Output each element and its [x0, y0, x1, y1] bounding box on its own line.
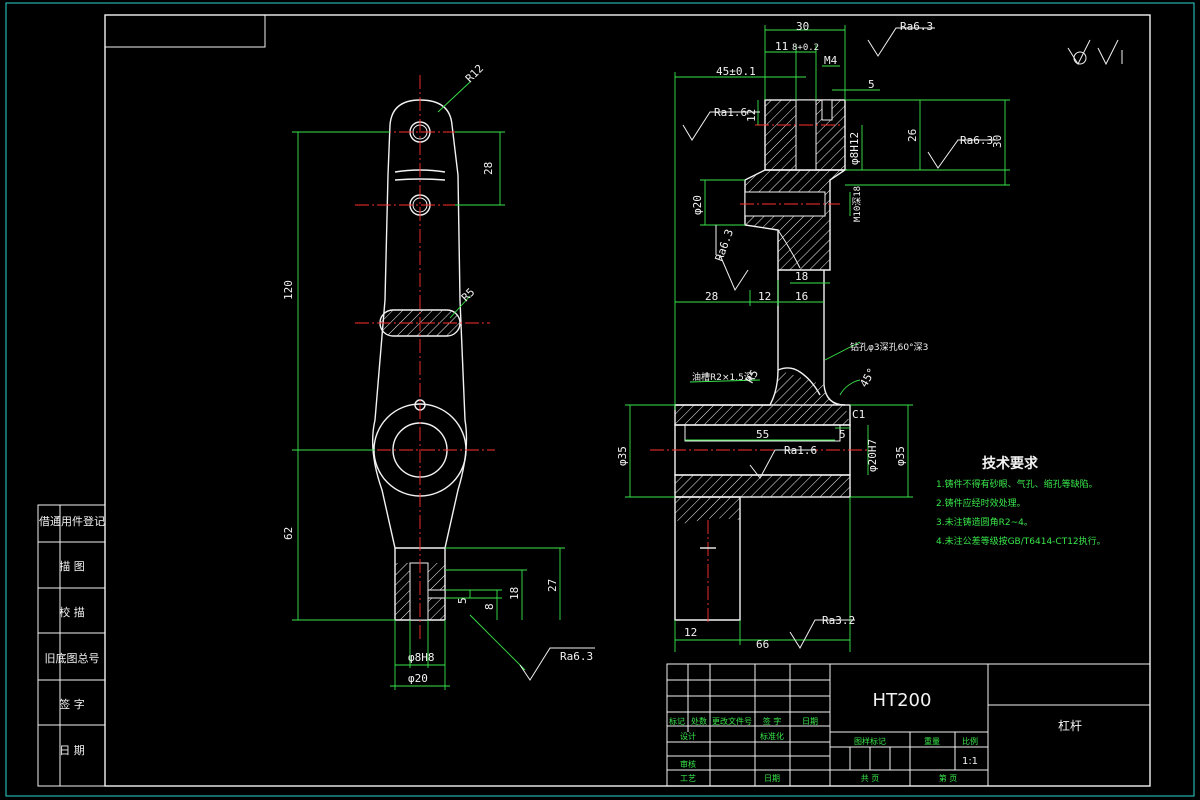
rdim-28: 28: [705, 290, 718, 303]
dim-120: 120: [282, 280, 295, 300]
rdim-11: 11: [775, 40, 788, 53]
rdim-12: 12: [758, 290, 771, 303]
rdim-5: 5: [868, 78, 875, 91]
rdim-oil: 油槽R2×1.5深: [692, 371, 753, 383]
tb-scale-value: 1:1: [962, 756, 978, 767]
dim-8: 8: [483, 603, 496, 610]
dim-27: 27: [546, 579, 559, 592]
dim-phi20: φ20: [408, 672, 428, 685]
tech-req-line-4: 4.未注公差等级按GB/T6414-CT12执行。: [936, 535, 1106, 547]
rdim-m10: M10深18: [852, 186, 863, 222]
side-label-2: 校 描: [59, 605, 85, 619]
rdim-26: 26: [906, 129, 919, 142]
rdim-16: 16: [795, 290, 808, 303]
dim-5: 5: [456, 597, 469, 604]
tb-total: 共 页: [861, 774, 880, 783]
dim-r12: R12: [463, 62, 486, 85]
tb-count: 处数: [691, 716, 707, 726]
lever-section-view: 30 11 8+0.2 M4 5 45±0.1 Ra1.6 Ra6.3 12 φ…: [616, 20, 1010, 652]
side-column: 借通用件登记 描 图 校 描 旧底图总号 签 字 日 期: [37, 504, 106, 787]
dim-r5: R5: [459, 286, 478, 305]
rdim-phi35-right: φ35: [894, 446, 907, 466]
tb-ratio: 比例: [962, 736, 978, 746]
rdim-66: 66: [756, 638, 769, 651]
side-label-4: 签 字: [59, 697, 85, 711]
rdim-phi20: φ20: [691, 195, 704, 215]
rdim-45: 45±0.1: [716, 65, 756, 78]
side-label-1: 描 图: [59, 559, 85, 573]
tech-req-title: 技术要求: [982, 455, 1039, 472]
rdim-phi8h12: φ8H12: [848, 132, 861, 165]
tb-date: 日期: [764, 774, 780, 783]
tech-req-line-3: 3.未注铸造圆角R2~4。: [936, 516, 1033, 528]
tech-req-line-2: 2.铸件应经时效处理。: [936, 497, 1026, 509]
tb-process: 工艺: [680, 774, 696, 783]
dim-ra63-left: Ra6.3: [560, 650, 593, 663]
rdim-ra63a: Ra6.3: [960, 134, 993, 147]
rdim-30: 30: [991, 135, 1004, 148]
dim-62: 62: [282, 527, 295, 540]
rdim-c1: C1: [852, 408, 865, 421]
rdim-ra16a: Ra1.6: [714, 106, 747, 119]
tb-date-col: 日期: [802, 717, 818, 726]
general-roughness-symbol: [1067, 39, 1123, 66]
dim-phi8h8: φ8H8: [408, 651, 435, 664]
dim-28: 28: [482, 162, 495, 175]
rdim-55: 55: [756, 428, 769, 441]
tb-design: 设计: [680, 731, 696, 741]
rdim-phi20h7: φ20H7: [866, 439, 879, 472]
rdim-ra63top: Ra6.3: [900, 20, 933, 33]
tech-req-line-1: 1.铸件不得有砂眼、气孔、缩孔等缺陷。: [936, 478, 1098, 490]
tb-standardize: 标准化: [760, 731, 784, 741]
dim-18: 18: [508, 587, 521, 600]
rdim-ang: 45°: [857, 366, 878, 390]
tb-mark: 标记: [669, 716, 685, 726]
side-label-3: 旧底图总号: [45, 651, 100, 665]
top-left-code-box: [104, 14, 266, 48]
rdim-8tol: 8+0.2: [792, 43, 819, 53]
rdim-18: 18: [795, 270, 808, 283]
tb-stage-mark: 图样标记: [854, 736, 886, 746]
rdim-5b: 5: [839, 428, 846, 441]
rdim-phi35-left: φ35: [616, 446, 629, 466]
rdim-ra16b: Ra1.6: [784, 444, 817, 457]
material-label: HT200: [873, 690, 932, 711]
side-label-5: 日 期: [59, 744, 85, 757]
tb-change-doc: 更改文件号: [712, 716, 752, 726]
outer-border: [5, 2, 1195, 797]
tb-sign: 签 字: [763, 716, 782, 726]
rdim-30-top: 30: [796, 20, 809, 33]
rdim-m4: M4: [824, 54, 838, 67]
side-label-0: 借通用件登记: [39, 514, 105, 528]
part-name: 杠杆: [1058, 718, 1082, 733]
inner-frame: [104, 14, 1151, 787]
rdim-r5: R5: [743, 368, 761, 386]
tb-review: 审核: [680, 759, 696, 769]
title-block: 标记 处数 更改文件号 签 字 日期 设计 标准化 审核 工艺 日期 图样标记 …: [666, 663, 1151, 787]
tb-sheet: 第 页: [939, 773, 958, 783]
lever-front-view: R12 28 R5 120 62 27 18 8 5 φ8H8 φ20 Ra6.…: [282, 62, 595, 690]
tb-weight: 重量: [924, 736, 940, 746]
technical-requirements: 技术要求 1.铸件不得有砂眼、气孔、缩孔等缺陷。 2.铸件应经时效处理。 3.未…: [936, 455, 1106, 547]
rdim-ra32: Ra3.2: [822, 614, 855, 627]
rdim-12v: 12: [745, 109, 758, 122]
rdim-drill: 钻孔φ3深孔60°深3: [850, 341, 928, 353]
rdim-12b: 12: [684, 626, 697, 639]
